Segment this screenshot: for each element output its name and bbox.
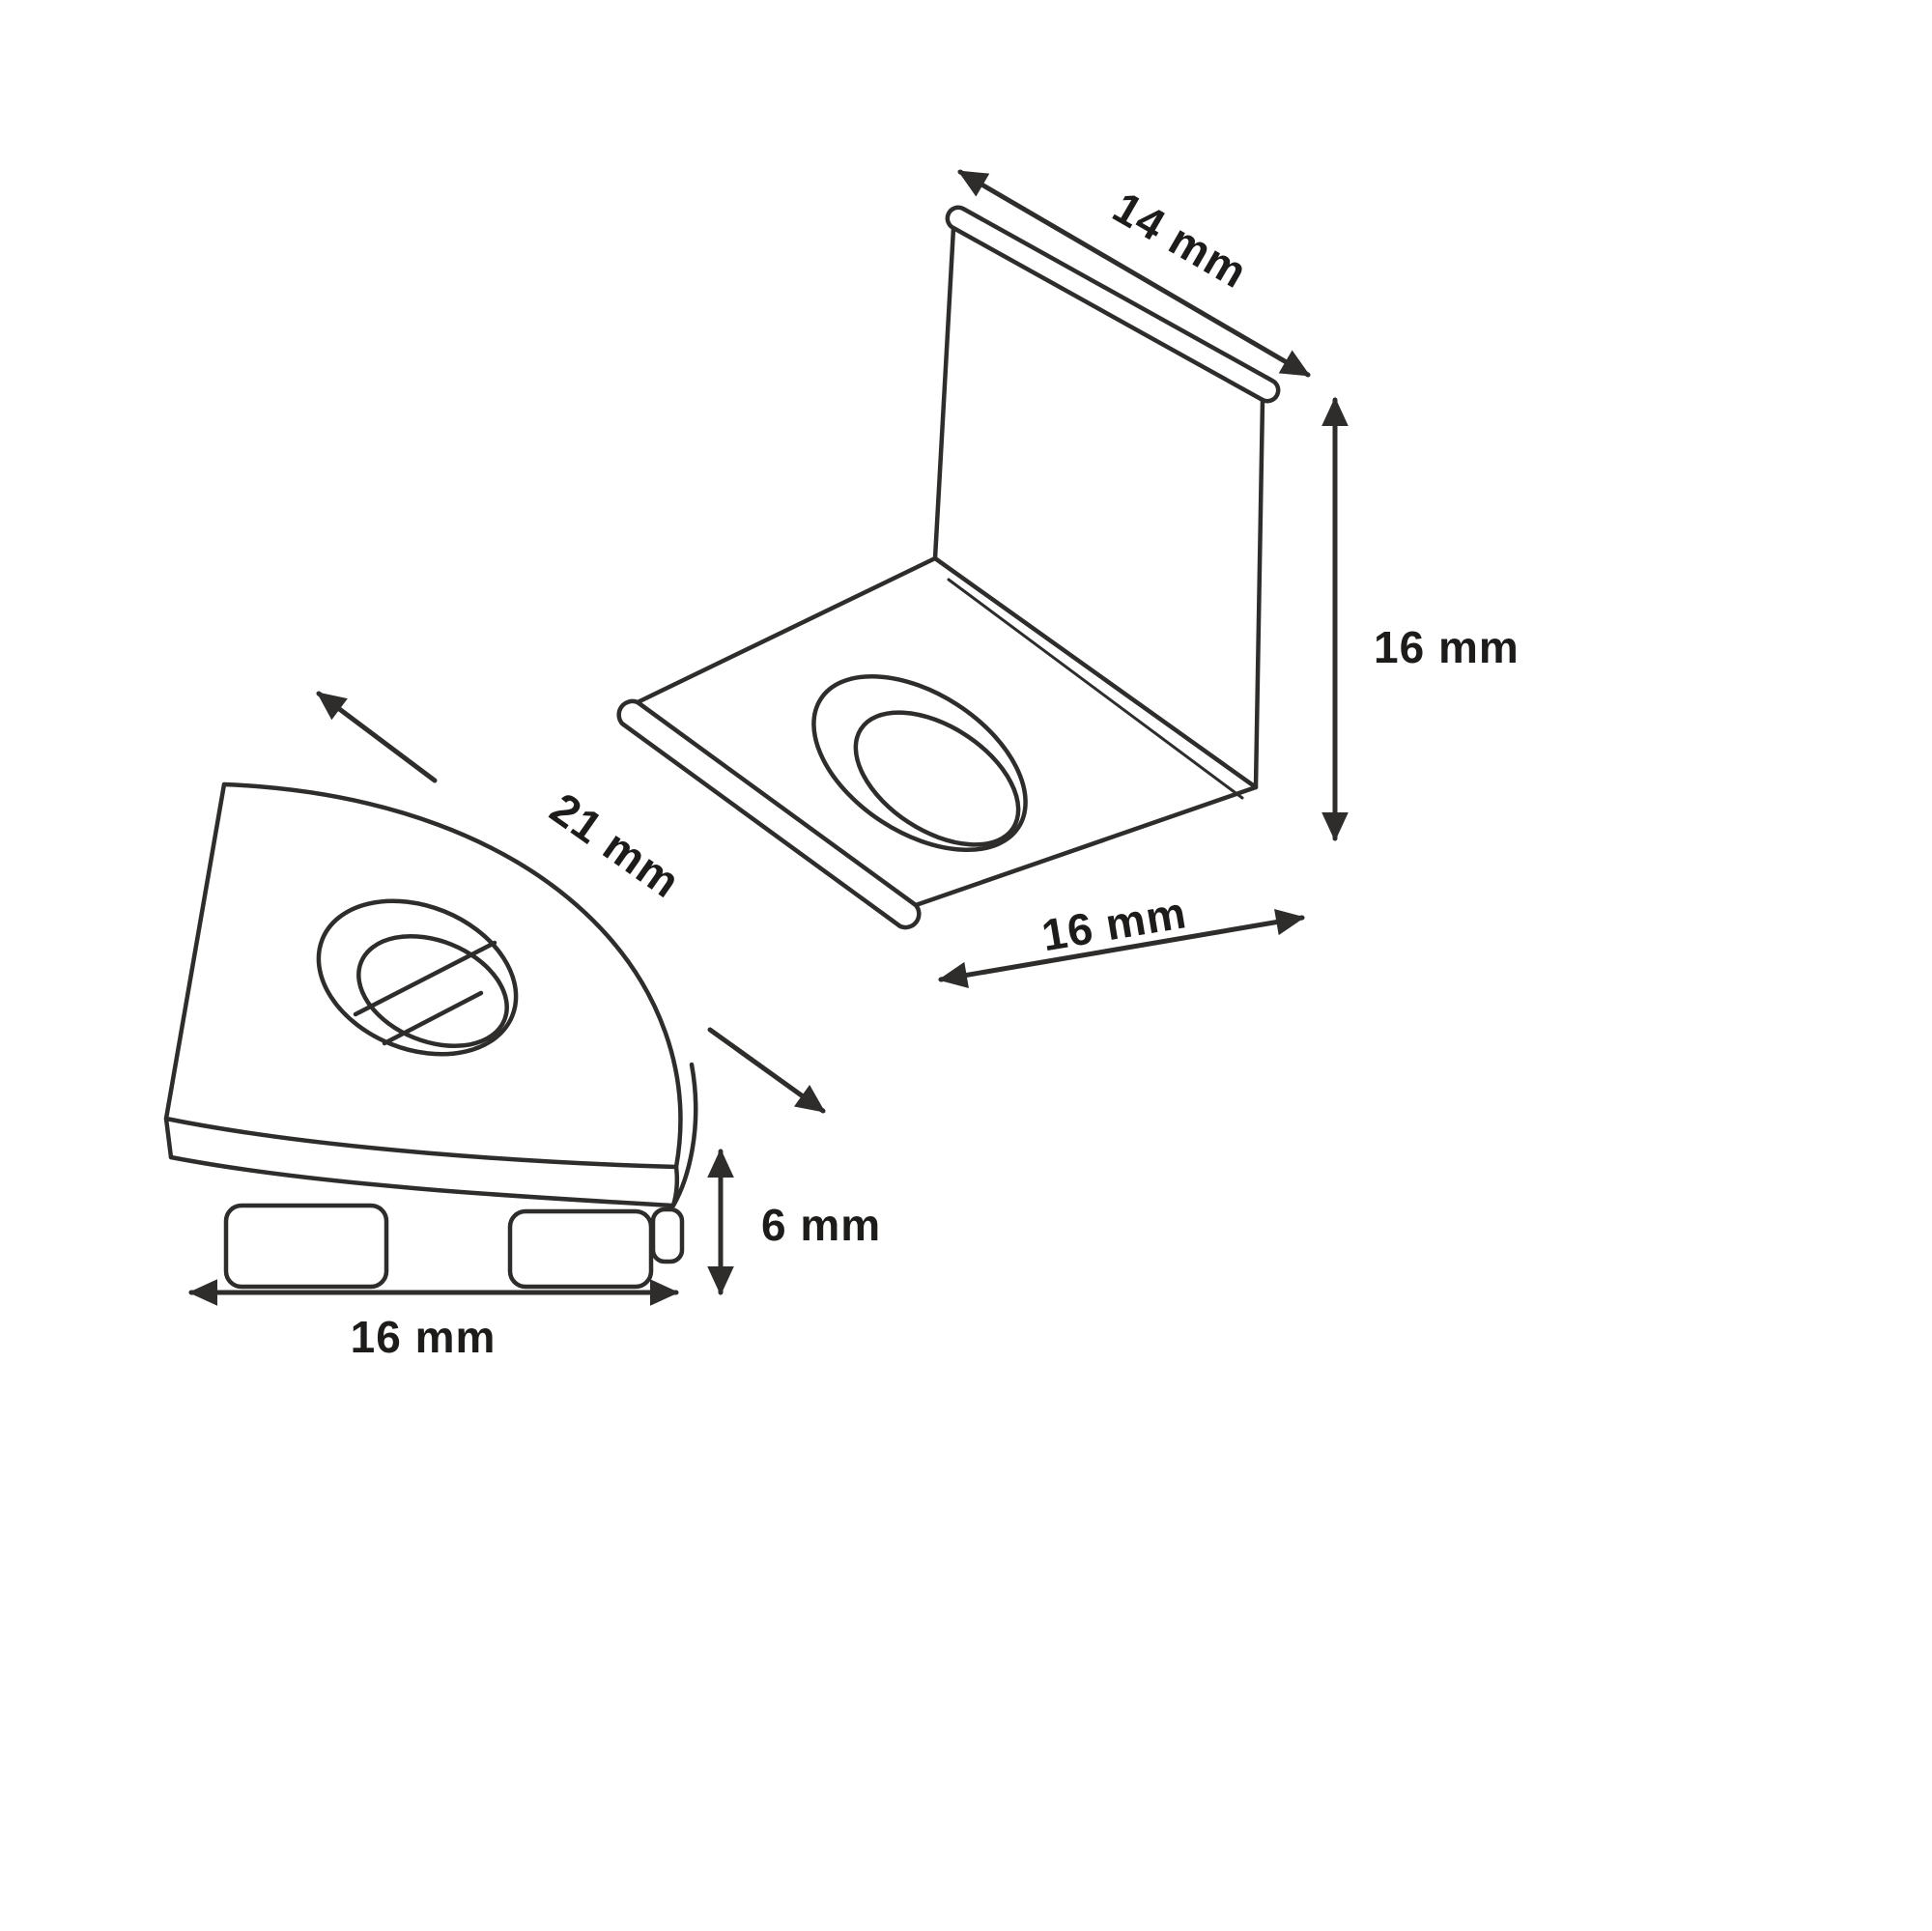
end-cap-hole-outer (316, 898, 519, 1057)
dim-label-cap-depth: 21 mm (542, 782, 690, 907)
dim-label-bracket-top-width: 14 mm (1105, 182, 1257, 298)
bracket-hole-inner (853, 710, 1021, 847)
end-cap-foot-left (223, 1203, 389, 1290)
dim-arrow-bracket-top-width (957, 169, 1311, 378)
dim-label-bracket-height: 16 mm (1374, 622, 1520, 672)
bracket-base-back-edge (635, 555, 938, 705)
end-cap-foot-edge (650, 1207, 685, 1264)
bracket-hole-outer (811, 673, 1028, 853)
end-cap-hole-slot-line-1 (353, 940, 497, 1017)
bracket-part (616, 205, 1281, 930)
bracket-vertical-flange-outline (932, 225, 1265, 790)
dim-label-cap-foot-height: 6 mm (761, 1200, 881, 1250)
dim-arrow-bracket-base-depth (938, 908, 1305, 989)
dimensions: 21 mm 6 mm 16 mm 14 mm 16 mm 16 mm (188, 169, 1520, 1362)
bracket-base-hem (616, 698, 922, 930)
end-cap-hole-slot-line-2 (382, 990, 484, 1046)
bracket-bend-line (947, 578, 1244, 800)
dim-label-cap-width: 16 mm (351, 1312, 497, 1362)
end-cap-rim-bottom-edge (168, 1154, 676, 1208)
end-cap-hole-inner (356, 933, 509, 1049)
end-cap-top-face (163, 781, 683, 1170)
bracket-top-hem (945, 205, 1281, 404)
end-cap-side-silhouette (670, 1062, 698, 1208)
bracket-base-front-edge (913, 784, 1259, 908)
dim-arrow-cap-depth-lower (707, 1027, 826, 1114)
end-cap-part (163, 781, 698, 1290)
end-cap-rim-left-edge (163, 1116, 174, 1160)
dim-arrow-cap-depth-upper (316, 691, 438, 783)
end-cap-foot-right (507, 1208, 654, 1290)
